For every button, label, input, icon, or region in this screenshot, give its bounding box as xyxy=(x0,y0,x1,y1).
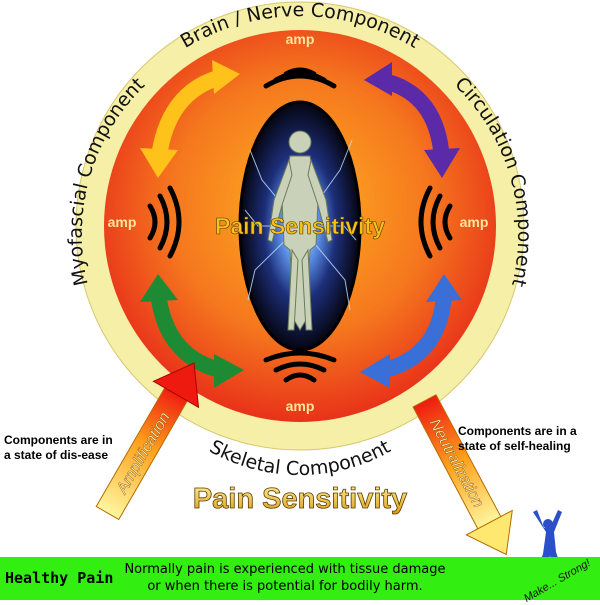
neutralization-arrow: Neutralization xyxy=(402,389,530,567)
amp-label-bottom: amp xyxy=(286,398,315,414)
amp-label-right: amp xyxy=(460,214,489,230)
footer-description-line-2: or when there is potential for bodily ha… xyxy=(120,578,450,595)
note-left-line-2: a state of dis-ease xyxy=(4,448,113,463)
note-left: Components are in a state of dis-ease xyxy=(4,433,113,463)
footer-description-line-1: Normally pain is experienced with tissue… xyxy=(120,561,450,578)
amp-label-top: amp xyxy=(286,31,315,47)
healthy-pain-label: Healthy Pain xyxy=(5,569,113,587)
note-left-line-1: Components are in xyxy=(4,433,113,448)
note-right: Components are in a state of self-healin… xyxy=(458,424,577,454)
note-right-line-1: Components are in a xyxy=(458,424,577,439)
amp-label-left: amp xyxy=(108,214,137,230)
footer-description: Normally pain is experienced with tissue… xyxy=(120,561,450,595)
note-right-line-2: state of self-healing xyxy=(458,439,577,454)
footer-bar: Healthy Pain Normally pain is experience… xyxy=(0,557,600,600)
page-title: Pain Sensitivity xyxy=(193,483,407,515)
center-label: Pain Sensitivity xyxy=(215,213,385,239)
amplification-label: Amplification xyxy=(113,410,174,498)
